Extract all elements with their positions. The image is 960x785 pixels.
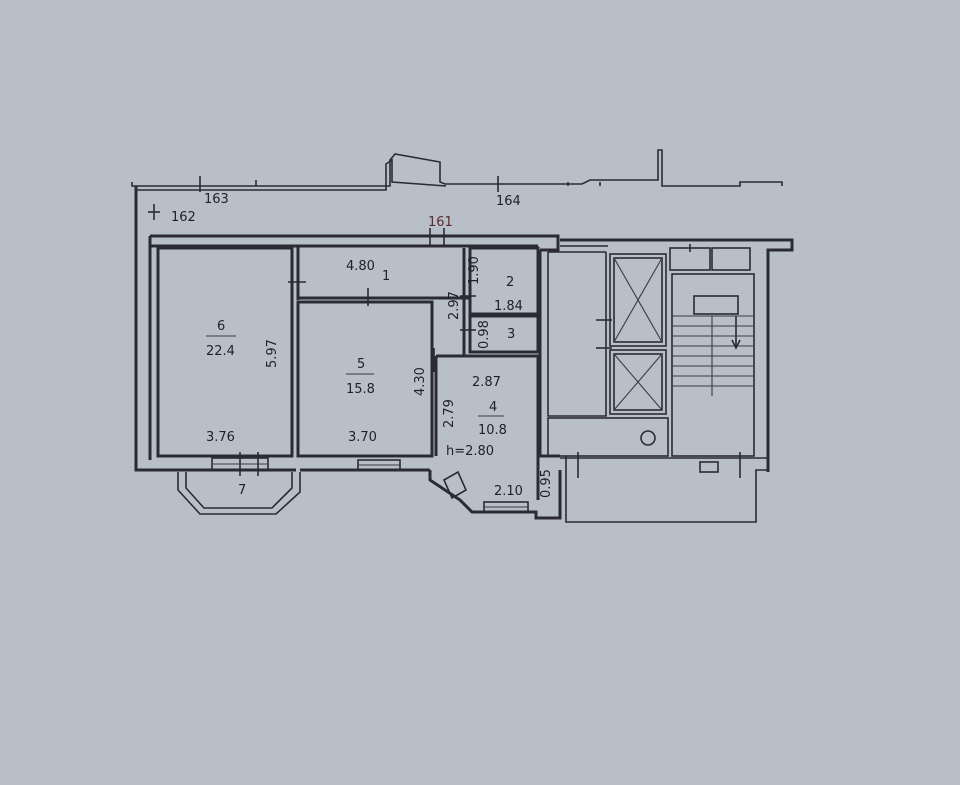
label-ceiling-height: h=2.80 (446, 444, 494, 459)
windows (211, 452, 529, 513)
label-room2-area: 1.84 (494, 299, 523, 314)
stairwell (538, 238, 794, 523)
label-room6-area: 22.4 (206, 344, 235, 359)
chute-icon (640, 430, 656, 446)
label-room1-number: 1 (382, 269, 390, 284)
label-room4-length: 2.79 (442, 399, 457, 428)
label-room4-area: 10.8 (478, 423, 507, 438)
label-room1-width: 4.80 (346, 259, 375, 274)
door-marks (288, 228, 476, 372)
label-room3-number: 3 (507, 327, 515, 342)
label-room2-length: 2.97 (447, 291, 462, 320)
label-entry-width: 2.10 (494, 484, 523, 499)
label-room2-width: 1.90 (467, 256, 482, 285)
balcony-7 (177, 472, 301, 515)
label-entry-depth: 0.95 (539, 469, 554, 498)
label-room4-width: 2.87 (472, 375, 501, 390)
label-room6-width: 3.76 (206, 430, 235, 445)
interior-walls (156, 246, 540, 500)
plan-labels: 163 164 162 161 4.80 1 1.90 2 1.84 2.97 … (171, 192, 554, 499)
label-room3-width: 0.98 (477, 320, 492, 349)
label-room5-area: 15.8 (346, 382, 375, 397)
label-room4-number: 4 (489, 400, 497, 415)
label-apt-162: 162 (171, 210, 196, 225)
stair-treads (672, 315, 754, 396)
label-apt-164: 164 (496, 194, 521, 209)
label-room5-length: 4.30 (413, 367, 428, 396)
label-room6-number: 6 (217, 319, 225, 334)
label-room2-number: 2 (506, 275, 514, 290)
label-room7-number: 7 (238, 483, 246, 498)
label-room5-width: 3.70 (348, 430, 377, 445)
label-room5-number: 5 (357, 357, 365, 372)
upper-outline (131, 149, 783, 220)
label-room6-length: 5.97 (265, 339, 280, 368)
label-apt-163: 163 (204, 192, 229, 207)
label-apt-161: 161 (428, 215, 453, 230)
